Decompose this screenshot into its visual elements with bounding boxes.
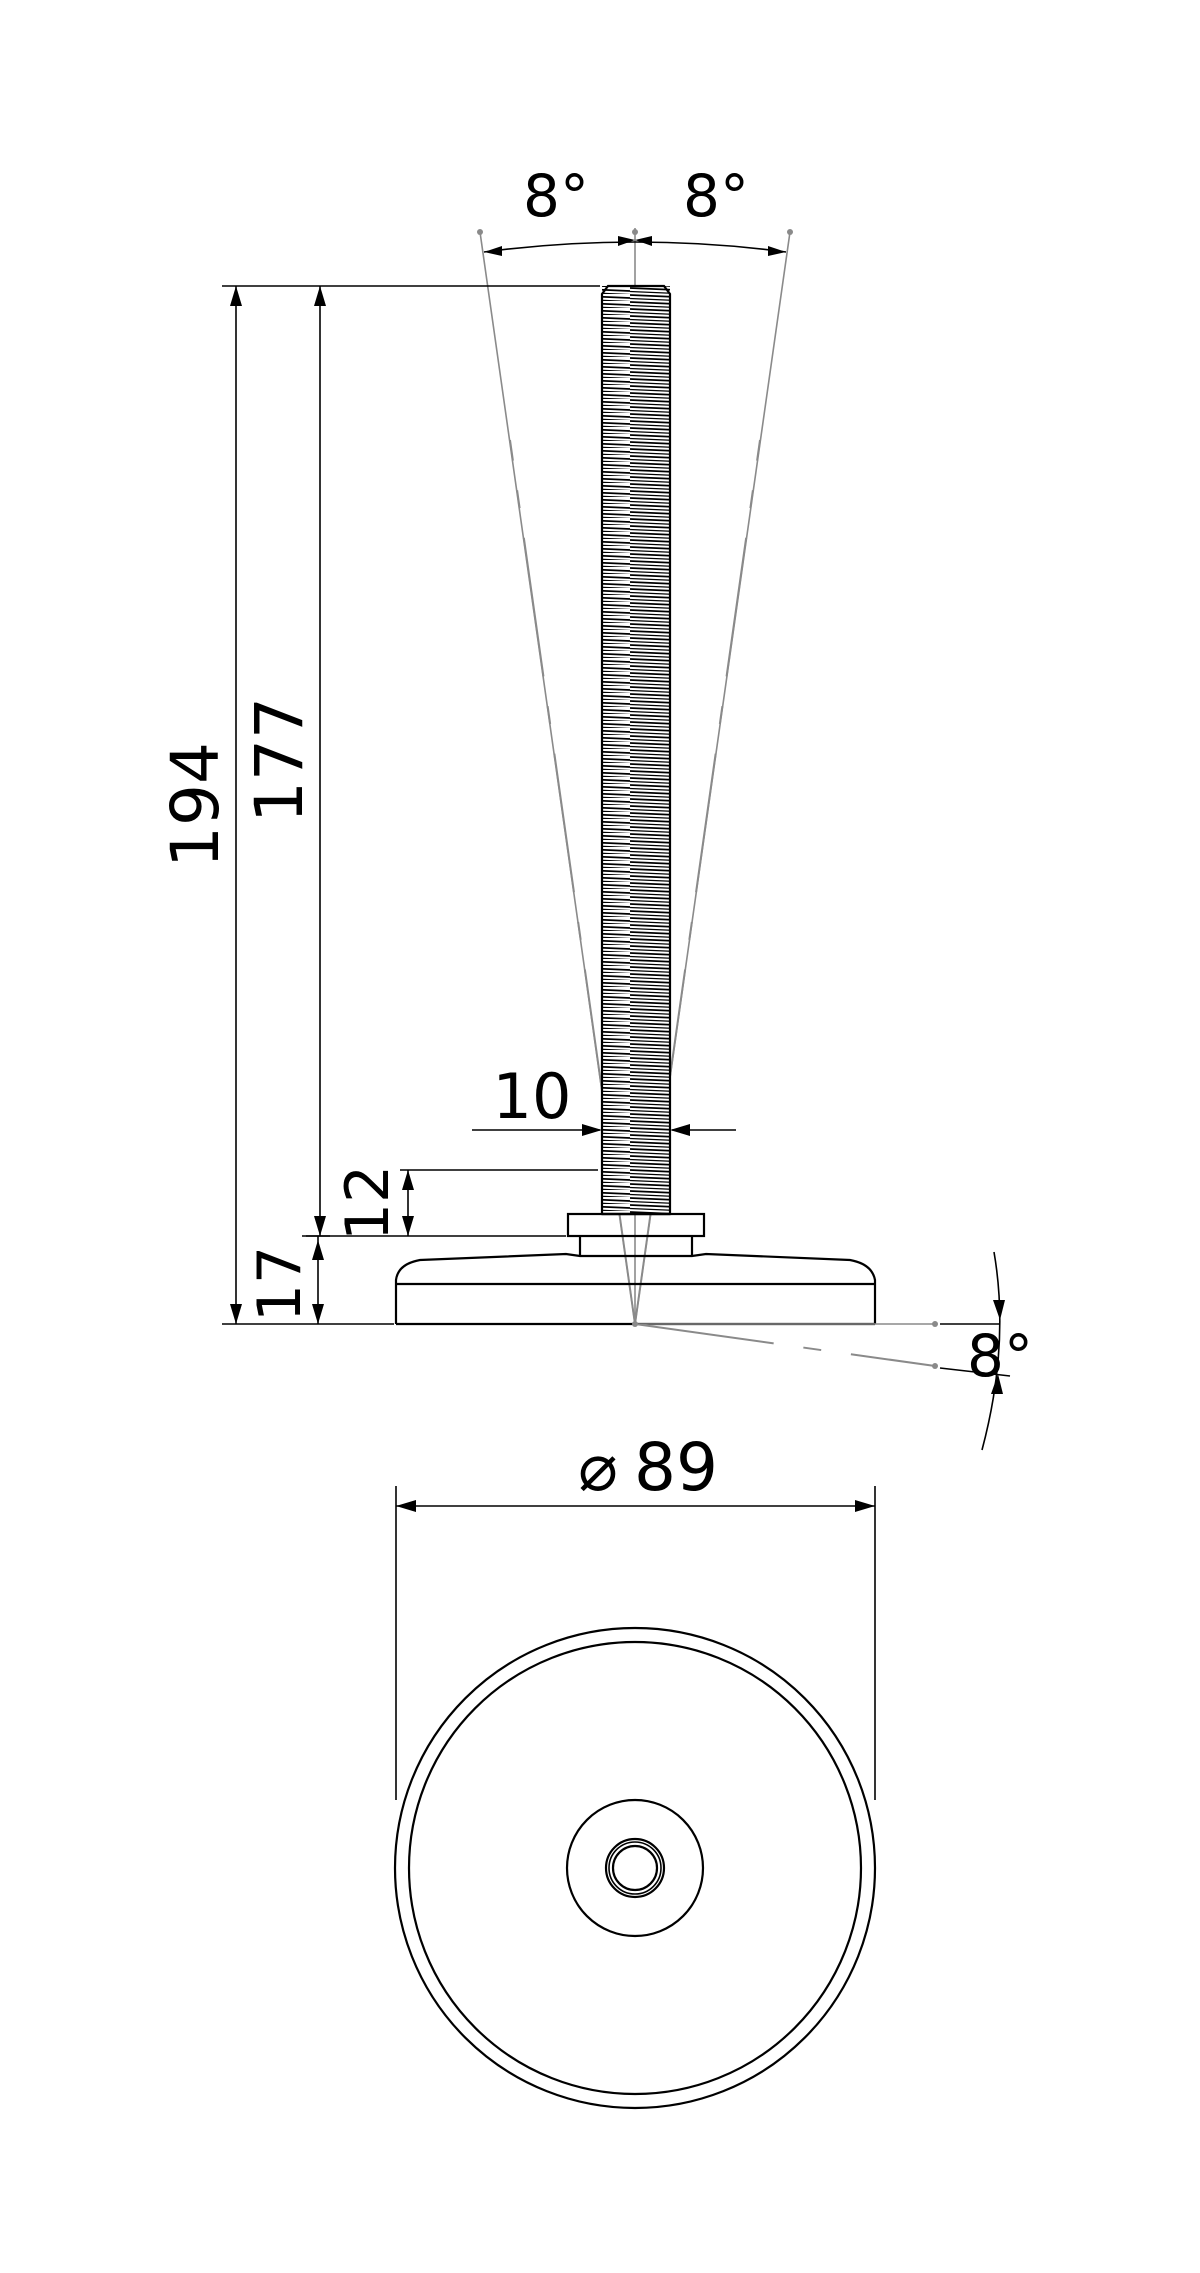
overall-height-label: 194 xyxy=(157,742,234,868)
dimension-tilt-top: 8° 8° xyxy=(483,162,787,256)
side-view xyxy=(394,228,938,1369)
base-height-label: 17 xyxy=(245,1246,315,1322)
dimension-collar-height: 12 xyxy=(333,1165,598,1241)
dimension-base-diameter: ⌀ 89 xyxy=(395,1429,876,1800)
base-diameter-label: 89 xyxy=(634,1429,718,1506)
dimension-thread-length: 177 xyxy=(241,286,566,1237)
tilt-left-label: 8° xyxy=(523,162,589,230)
collar-circle xyxy=(565,1798,705,1938)
top-view xyxy=(393,1626,877,2110)
base-outer-circle xyxy=(393,1626,877,2110)
collar xyxy=(566,1212,706,1256)
stud-outer-circle xyxy=(604,1837,666,1899)
base-tilt-label: 8° xyxy=(967,1322,1033,1390)
collar-height-label: 12 xyxy=(333,1165,403,1241)
dimension-thread-diameter: 10 xyxy=(472,1060,736,1136)
threaded-stud xyxy=(600,284,672,1216)
dimension-overall-height: 194 xyxy=(157,285,600,1325)
thread-diameter-label: 10 xyxy=(493,1060,572,1133)
stud-thread-circle xyxy=(608,1841,662,1895)
dimension-base-height: 17 xyxy=(245,1235,330,1324)
base-tilt-lines xyxy=(632,1321,938,1369)
diameter-symbol: ⌀ xyxy=(578,1429,618,1506)
dimension-base-tilt: 8° xyxy=(939,1251,1033,1451)
stud-inner-circle xyxy=(611,1844,659,1892)
tilt-right-label: 8° xyxy=(683,162,749,230)
base-inner-circle xyxy=(407,1640,863,2096)
thread-length-label: 177 xyxy=(241,697,318,823)
